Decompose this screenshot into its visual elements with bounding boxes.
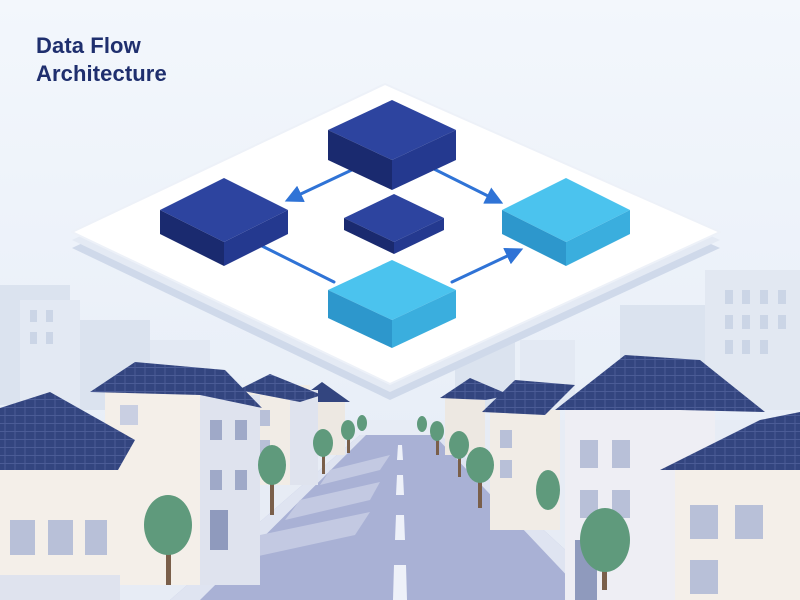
diagram-node-bottom bbox=[328, 260, 456, 348]
title-line-1: Data Flow bbox=[36, 33, 141, 58]
connector-top-to-right bbox=[430, 166, 504, 204]
connector-left-to-bottom bbox=[260, 244, 336, 284]
diagram-node-right bbox=[502, 178, 630, 266]
right-houses bbox=[440, 355, 800, 600]
diagram-connectors bbox=[260, 166, 524, 284]
connector-bottom-to-right bbox=[450, 247, 524, 284]
connector-top-to-left bbox=[284, 166, 358, 203]
diagram-node-left bbox=[160, 178, 288, 266]
lane-markings bbox=[393, 445, 407, 600]
page-title: Data Flow Architecture bbox=[36, 32, 167, 88]
title-line-2: Architecture bbox=[36, 61, 167, 86]
diagram-node-center bbox=[344, 194, 444, 254]
street-trees bbox=[144, 415, 630, 590]
diagram-node-top bbox=[328, 100, 456, 190]
